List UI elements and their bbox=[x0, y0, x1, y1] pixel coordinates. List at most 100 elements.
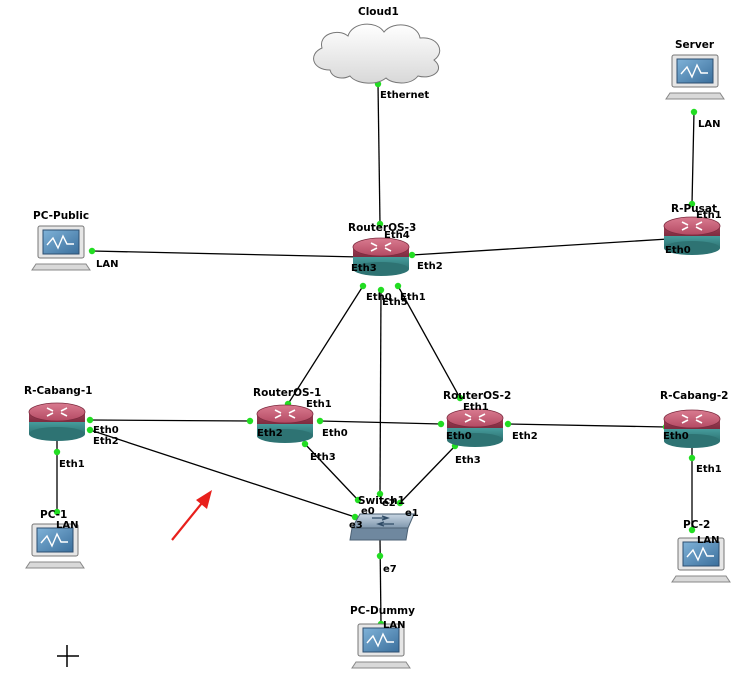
node-server[interactable]: Server bbox=[665, 39, 725, 100]
cloud-icon bbox=[313, 23, 441, 84]
node-pc-2[interactable]: PC-2 bbox=[671, 519, 731, 583]
node-pc-dummy[interactable]: PC-Dummy bbox=[350, 605, 415, 669]
port-label: Eth0 bbox=[366, 292, 392, 303]
port-dot bbox=[688, 200, 696, 208]
port-label: e1 bbox=[405, 508, 419, 519]
link-routeros-1-switch1[interactable] bbox=[304, 443, 359, 501]
port-label: LAN bbox=[697, 535, 719, 546]
port-dot bbox=[376, 552, 384, 560]
link-routeros-3-routeros-2[interactable] bbox=[397, 285, 461, 399]
router-icon bbox=[352, 237, 410, 276]
link-server-r-pusat[interactable] bbox=[691, 111, 695, 205]
node-label-r-pusat: R-Pusat bbox=[671, 203, 717, 215]
port-label: Eth2 bbox=[257, 428, 283, 439]
link-pc-public-routeros-3[interactable] bbox=[91, 250, 361, 258]
pc-icon bbox=[25, 523, 85, 569]
node-switch1[interactable]: Switch1 bbox=[349, 495, 415, 541]
red-arrow-icon bbox=[171, 490, 212, 541]
port-dots-layer bbox=[53, 80, 698, 628]
port-label: e0 bbox=[361, 506, 375, 517]
port-labels-layer: Ethernet Eth4 LAN Eth1 LAN Eth3 Eth2 Eth… bbox=[56, 90, 722, 631]
port-dot bbox=[376, 490, 384, 498]
port-dot bbox=[437, 420, 445, 428]
node-routeros-2[interactable]: RouterOS-2 bbox=[443, 390, 511, 447]
node-cloud1[interactable]: Cloud1 bbox=[313, 6, 441, 84]
link-r-cabang-1-switch1[interactable] bbox=[89, 429, 356, 518]
node-label-pc-public: PC-Public bbox=[33, 210, 89, 222]
port-dot bbox=[53, 508, 61, 516]
port-label: LAN bbox=[383, 620, 405, 631]
port-dot bbox=[86, 416, 94, 424]
port-dot bbox=[86, 426, 94, 434]
node-label-cloud1: Cloud1 bbox=[358, 6, 399, 18]
port-dot bbox=[408, 251, 416, 259]
port-label: Eth2 bbox=[93, 436, 119, 447]
port-label: Eth1 bbox=[696, 210, 722, 221]
link-routeros-2-switch1[interactable] bbox=[399, 445, 456, 504]
port-label: LAN bbox=[96, 259, 118, 270]
port-label: e7 bbox=[383, 564, 397, 575]
port-dot bbox=[377, 286, 385, 294]
link-routeros-2-r-cabang-2[interactable] bbox=[507, 423, 667, 428]
port-dot bbox=[456, 394, 464, 402]
port-label: Eth0 bbox=[665, 245, 691, 256]
port-label: e2 bbox=[382, 498, 396, 509]
port-label: Eth0 bbox=[93, 425, 119, 436]
link-r-cabang-1-routeros-1[interactable] bbox=[89, 419, 251, 422]
port-label: LAN bbox=[698, 119, 720, 130]
router-icon bbox=[663, 216, 721, 255]
node-r-cabang-1[interactable]: R-Cabang-1 bbox=[24, 385, 93, 441]
port-dot bbox=[301, 440, 309, 448]
link-routeros-1-routeros-2[interactable] bbox=[319, 420, 442, 425]
port-label: Eth1 bbox=[400, 292, 426, 303]
router-icon bbox=[28, 402, 86, 441]
port-label: Eth1 bbox=[306, 399, 332, 410]
node-r-cabang-2[interactable]: R-Cabang-2 bbox=[660, 390, 729, 448]
port-dot bbox=[376, 220, 384, 228]
port-dot bbox=[394, 282, 402, 290]
pc-icon bbox=[665, 54, 725, 100]
link-cloud1-routeros-3[interactable] bbox=[377, 83, 381, 225]
port-dot bbox=[316, 417, 324, 425]
router-icon bbox=[663, 409, 721, 448]
node-label-routeros-2: RouterOS-2 bbox=[443, 390, 511, 402]
node-label-r-cabang-2: R-Cabang-2 bbox=[660, 390, 729, 402]
pc-icon bbox=[31, 225, 91, 271]
port-dot bbox=[690, 108, 698, 116]
port-label: LAN bbox=[56, 520, 78, 531]
port-dot bbox=[359, 282, 367, 290]
router-icon bbox=[446, 408, 504, 447]
link-routeros-3-r-pusat[interactable] bbox=[411, 238, 669, 256]
port-label: Eth4 bbox=[384, 230, 410, 241]
node-pc-public[interactable]: PC-Public bbox=[31, 210, 91, 271]
port-label: Eth1 bbox=[463, 402, 489, 413]
link-routeros-3-routeros-1[interactable] bbox=[287, 285, 364, 405]
node-label-pc-dummy: PC-Dummy bbox=[350, 605, 415, 617]
link-routeros-3-switch1[interactable] bbox=[379, 289, 382, 495]
node-label-switch1: Switch1 bbox=[358, 495, 405, 507]
port-label: Eth1 bbox=[59, 459, 85, 470]
port-label: Eth3 bbox=[351, 263, 377, 274]
links-layer bbox=[56, 83, 695, 625]
port-dot bbox=[688, 526, 696, 534]
node-label-pc-2: PC-2 bbox=[683, 519, 710, 531]
node-label-server: Server bbox=[675, 39, 715, 51]
node-label-routeros-3: RouterOS-3 bbox=[348, 222, 416, 234]
node-routeros-1[interactable]: RouterOS-1 bbox=[253, 387, 321, 443]
node-routeros-3[interactable]: RouterOS-3 bbox=[348, 222, 416, 276]
port-label: e3 bbox=[349, 520, 363, 531]
port-dot bbox=[396, 499, 404, 507]
port-dot bbox=[53, 448, 61, 456]
port-label: Eth0 bbox=[663, 431, 689, 442]
port-dot bbox=[688, 454, 696, 462]
node-label-r-cabang-1: R-Cabang-1 bbox=[24, 385, 93, 397]
port-dot bbox=[246, 417, 254, 425]
port-dot bbox=[354, 496, 362, 504]
port-label: Eth5 bbox=[382, 297, 408, 308]
node-pc-1[interactable]: PC-1 bbox=[25, 509, 85, 569]
port-label: Eth0 bbox=[446, 431, 472, 442]
node-label-routeros-1: RouterOS-1 bbox=[253, 387, 321, 399]
port-label: Eth1 bbox=[696, 464, 722, 475]
node-r-pusat[interactable]: R-Pusat bbox=[663, 203, 721, 255]
